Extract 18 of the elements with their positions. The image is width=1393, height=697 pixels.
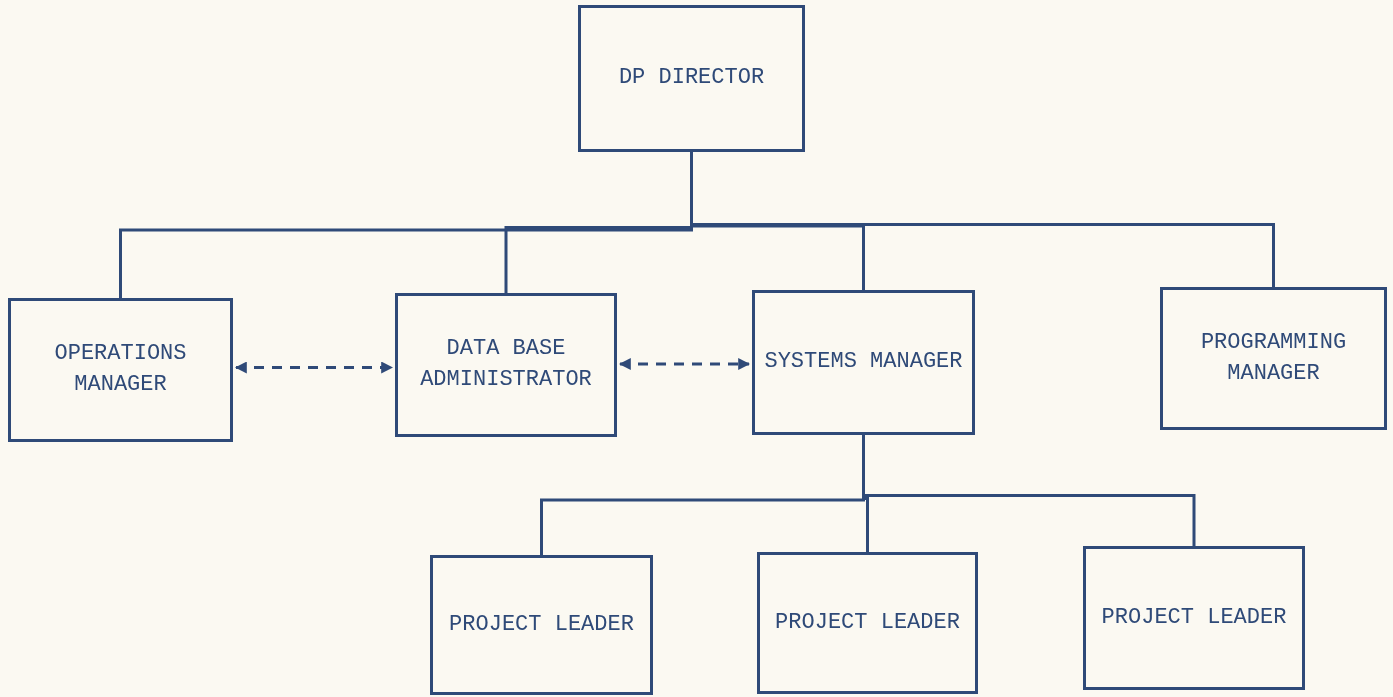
role-label: PROJECT LEADER <box>449 610 634 639</box>
role-label: DP DIRECTOR <box>618 64 765 93</box>
connector <box>618 358 751 370</box>
org-box <box>1083 546 1305 690</box>
org-box <box>395 293 617 437</box>
role-label: PROGRAMMING MANAGER <box>1199 328 1348 388</box>
org-box <box>578 5 805 152</box>
connector <box>234 361 394 374</box>
org-box <box>757 552 978 694</box>
role-label: PROJECT LEADER <box>775 608 960 637</box>
role-label: SYSTEMS MANAGER <box>764 348 963 377</box>
role-label: DATA BASE ADMINISTRATOR <box>419 335 593 394</box>
org-box <box>752 290 975 435</box>
org-box <box>1160 287 1387 430</box>
org-box <box>430 555 653 695</box>
org-box <box>8 298 233 442</box>
role-label: PROJECT LEADER <box>1101 603 1287 632</box>
role-label: OPERATIONS MANAGER <box>53 340 188 399</box>
